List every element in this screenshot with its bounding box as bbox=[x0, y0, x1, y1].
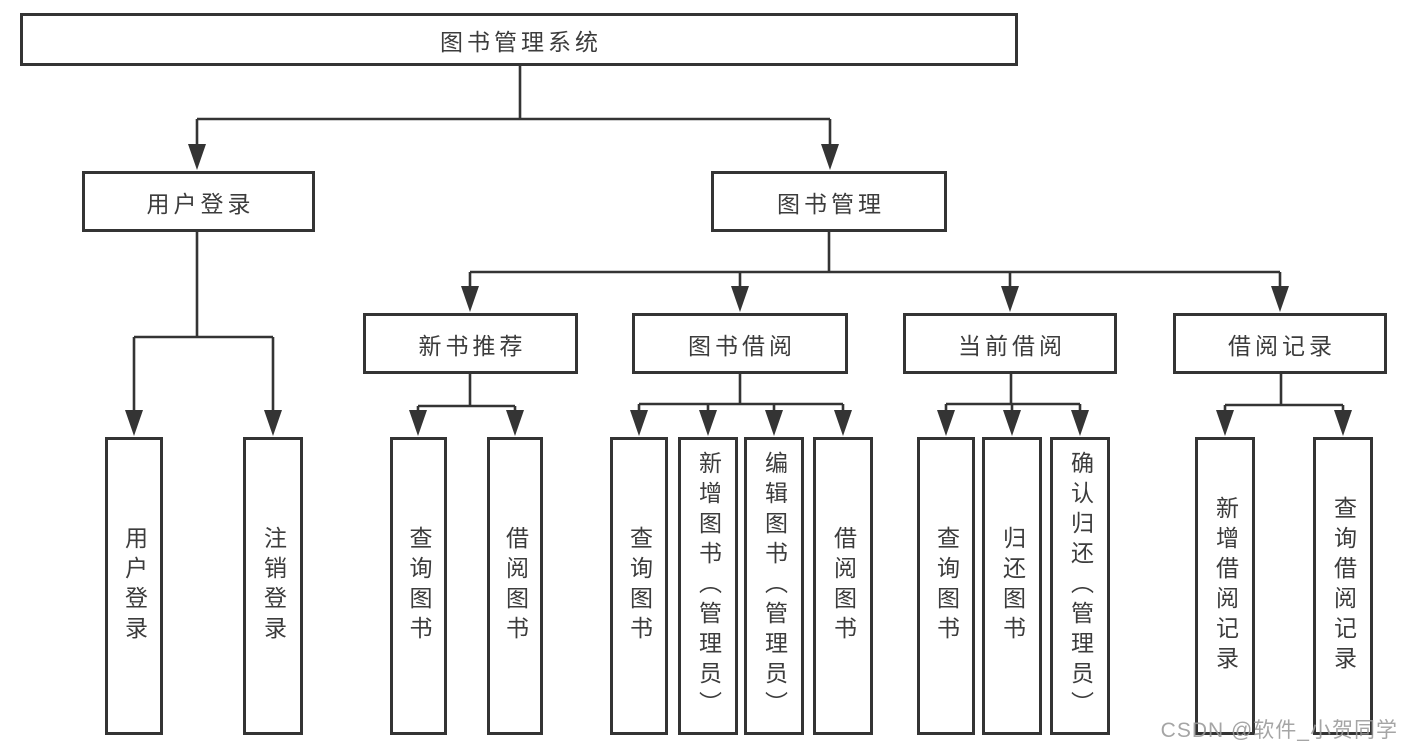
node-root: 图书管理系统 bbox=[20, 13, 1018, 66]
node-root-label: 图书管理系统 bbox=[440, 28, 602, 55]
node-current-borrow-label: 当前借阅 bbox=[958, 332, 1066, 359]
node-user-login: 用户登录 bbox=[82, 171, 315, 232]
node-borrow-records: 借阅记录 bbox=[1173, 313, 1387, 374]
leaf-borrow-edit-books-admin-label: 编辑图书（管理员） bbox=[761, 451, 788, 721]
node-user-login-label: 用户登录 bbox=[146, 190, 255, 217]
leaf-borrow-borrow-books-label: 借阅图书 bbox=[830, 526, 857, 646]
leaf-borrow-edit-books-admin: 编辑图书（管理员） bbox=[744, 437, 804, 735]
leaf-records-add-record: 新增借阅记录 bbox=[1195, 437, 1255, 735]
leaf-recommend-query-books: 查询图书 bbox=[390, 437, 447, 735]
node-book-management-label: 图书管理 bbox=[777, 190, 885, 217]
leaf-logout-label: 注销登录 bbox=[260, 526, 287, 646]
leaf-borrow-query-books: 查询图书 bbox=[610, 437, 668, 735]
leaf-user-login-label: 用户登录 bbox=[121, 526, 148, 646]
leaf-current-query-books-label: 查询图书 bbox=[933, 526, 960, 646]
leaf-borrow-query-books-label: 查询图书 bbox=[626, 526, 653, 646]
leaf-user-login: 用户登录 bbox=[105, 437, 163, 735]
leaf-recommend-query-books-label: 查询图书 bbox=[406, 526, 432, 646]
node-new-book-recommend: 新书推荐 bbox=[363, 313, 578, 374]
node-new-book-recommend-label: 新书推荐 bbox=[418, 332, 527, 359]
leaf-borrow-add-books-admin: 新增图书（管理员） bbox=[678, 437, 738, 735]
leaf-current-confirm-return-admin-label: 确认归还（管理员） bbox=[1067, 451, 1094, 721]
leaf-borrow-add-books-admin-label: 新增图书（管理员） bbox=[695, 451, 722, 721]
leaf-recommend-borrow-books-label: 借阅图书 bbox=[502, 526, 529, 646]
leaf-current-confirm-return-admin: 确认归还（管理员） bbox=[1050, 437, 1110, 735]
leaf-logout: 注销登录 bbox=[243, 437, 303, 735]
node-current-borrow: 当前借阅 bbox=[903, 313, 1117, 374]
leaf-current-query-books: 查询图书 bbox=[917, 437, 975, 735]
leaf-records-add-record-label: 新增借阅记录 bbox=[1212, 496, 1239, 676]
node-book-borrow: 图书借阅 bbox=[632, 313, 848, 374]
leaf-records-query-record: 查询借阅记录 bbox=[1313, 437, 1373, 735]
leaf-borrow-borrow-books: 借阅图书 bbox=[813, 437, 873, 735]
leaf-recommend-borrow-books: 借阅图书 bbox=[487, 437, 543, 735]
node-book-borrow-label: 图书借阅 bbox=[688, 332, 796, 359]
leaf-records-query-record-label: 查询借阅记录 bbox=[1330, 496, 1357, 676]
leaf-current-return-books: 归还图书 bbox=[982, 437, 1042, 735]
csdn-watermark: CSDN @软件_小贺同学 bbox=[1160, 719, 1398, 742]
leaf-current-return-books-label: 归还图书 bbox=[999, 526, 1026, 646]
node-book-management: 图书管理 bbox=[711, 171, 947, 232]
node-borrow-records-label: 借阅记录 bbox=[1228, 332, 1336, 359]
